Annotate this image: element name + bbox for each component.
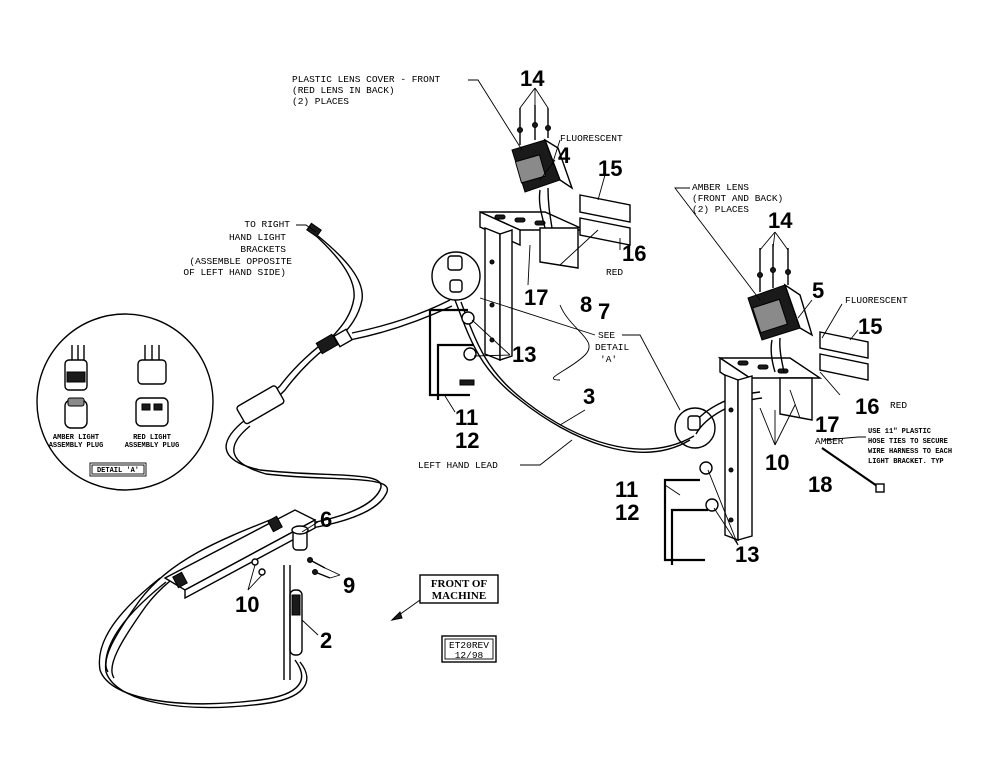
left-fluorescent-strips (579, 194, 631, 246)
part-number-14-left: 14 (520, 66, 545, 91)
part-number-15-right: 15 (858, 314, 882, 339)
see-detail-line3: 'A' (600, 354, 617, 365)
right-lamp (747, 244, 814, 373)
right-connector-detail (674, 407, 716, 449)
hose-ties-line4: LIGHT BRACKET. TYP (868, 458, 944, 466)
amber-lens-line1: AMBER LENS (692, 182, 749, 193)
amber-lens-line2: (FRONT AND BACK) (692, 193, 783, 204)
revision-line1: ET20REV (449, 640, 489, 651)
part-number-18: 18 (808, 472, 832, 497)
fluorescent-right-label: FLUORESCENT (845, 295, 908, 306)
amber-label: AMBER (815, 436, 844, 447)
part-number-14-right: 14 (768, 208, 793, 233)
part-number-5: 5 (812, 278, 824, 303)
part-number-17-right: 17 (815, 412, 839, 437)
part-number-11-right: 11 (615, 477, 638, 502)
part-number-15-left: 15 (598, 156, 622, 181)
front-of-machine-line2: MACHINE (432, 590, 486, 602)
left-connector-detail (431, 251, 481, 301)
hose-tie (821, 447, 885, 493)
red-plug-line1: RED LIGHT (133, 434, 171, 442)
part-number-6: 6 (320, 507, 332, 532)
to-right-line1: TO RIGHT (244, 219, 290, 230)
part-number-16-left: 16 (622, 241, 646, 266)
red-plug-line2: ASSEMBLY PLUG (125, 442, 180, 450)
part-number-4: 4 (558, 143, 571, 168)
plastic-lens-line3: (2) PLACES (292, 96, 349, 107)
part-numbers: 14 4 15 16 17 8 7 13 11 12 3 14 5 15 16 … (235, 66, 882, 653)
part-number-10-left: 10 (235, 592, 259, 617)
fluorescent-left-label: FLUORESCENT (560, 133, 623, 144)
part-number-12-left: 12 (455, 428, 479, 453)
plastic-lens-line1: PLASTIC LENS COVER - FRONT (292, 74, 441, 85)
control-box (236, 385, 285, 425)
see-detail-line1: SEE (598, 330, 615, 341)
hose-ties-line1: USE 11" PLASTIC (868, 428, 931, 436)
machine-frame (163, 509, 331, 680)
red-left-label: RED (606, 267, 623, 278)
hose-ties-line2: HOSE TIES TO SECURE (868, 438, 948, 446)
part-number-2: 2 (320, 628, 332, 653)
part-number-13-left: 13 (512, 342, 536, 367)
hose-ties-line3: WIRE HARNESS TO EACH (868, 448, 952, 456)
part-number-7: 7 (598, 299, 610, 324)
revision-line2: 12/98 (455, 650, 484, 661)
part-number-3: 3 (583, 384, 595, 409)
detail-a: AMBER LIGHT ASSEMBLY PLUG RED LIGHT ASSE… (36, 313, 214, 491)
to-right-line5: OF LEFT HAND SIDE) (183, 267, 286, 278)
left-lamp (511, 105, 574, 229)
front-of-machine-line1: FRONT OF (431, 578, 488, 590)
part-number-8: 8 (580, 292, 592, 317)
to-right-line2: HAND LIGHT (229, 232, 286, 243)
amber-plug-line1: AMBER LIGHT (53, 434, 99, 442)
part-number-12-right: 12 (615, 500, 639, 525)
right-light-bracket (663, 356, 823, 565)
right-fluorescent-strips (819, 331, 869, 381)
amber-lens-line3: (2) PLACES (692, 204, 749, 215)
detail-a-caption: DETAIL 'A' (97, 467, 139, 475)
leader-lines (247, 79, 866, 636)
see-detail-line2: DETAIL (595, 342, 630, 353)
part-number-13-right: 13 (735, 542, 759, 567)
plastic-lens-line2: (RED LENS IN BACK) (292, 85, 395, 96)
to-right-line3: BRACKETS (240, 244, 286, 255)
left-light-bracket (428, 210, 586, 400)
part-number-10-right: 10 (765, 450, 789, 475)
part-number-16-right: 16 (855, 394, 879, 419)
red-right-label: RED (890, 400, 907, 411)
part-number-17-left: 17 (524, 285, 548, 310)
harness-connectors (236, 222, 354, 425)
part-number-9: 9 (343, 573, 355, 598)
part-number-11-left: 11 (455, 405, 478, 430)
left-hand-lead-label: LEFT HAND LEAD (418, 460, 498, 471)
amber-plug-line2: ASSEMBLY PLUG (49, 442, 104, 450)
to-right-line4: (ASSEMBLE OPPOSITE (189, 256, 292, 267)
text-labels: PLASTIC LENS COVER - FRONT (RED LENS IN … (183, 74, 952, 663)
